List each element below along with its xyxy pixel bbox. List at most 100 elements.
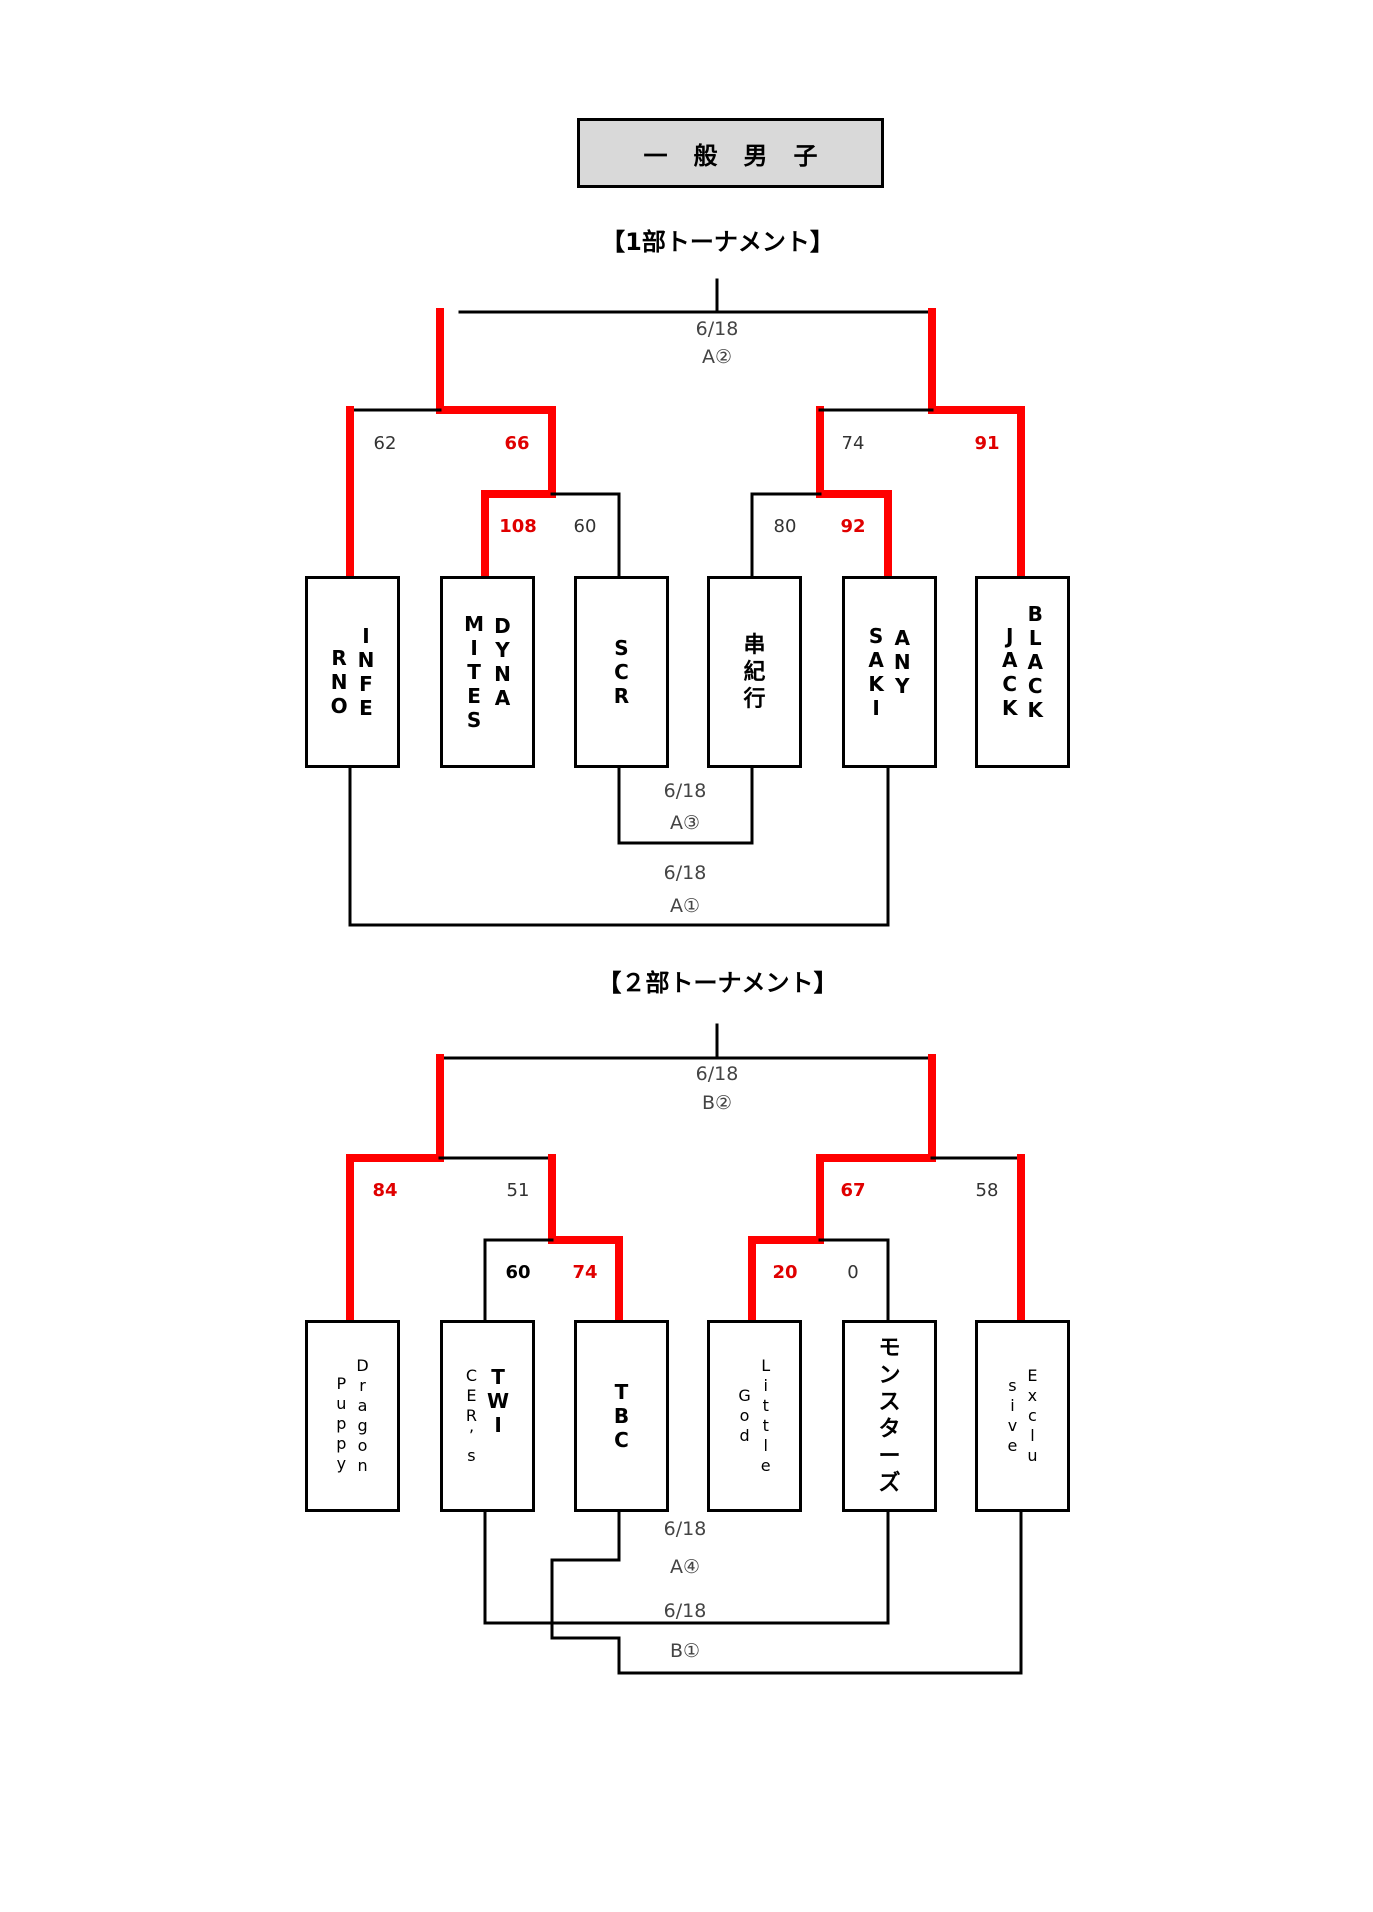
t2-qf-left-win-path bbox=[548, 1154, 623, 1326]
team-name-char: B bbox=[613, 1404, 630, 1428]
t2-semi-left-score-a: 84 bbox=[372, 1180, 398, 1201]
team-name-char: S bbox=[614, 636, 629, 660]
t1-semi-left-score-a: 62 bbox=[373, 433, 397, 454]
team-name-char: d bbox=[739, 1426, 750, 1445]
team-name-char: A bbox=[1002, 648, 1018, 672]
team-name-char: e bbox=[1007, 1436, 1018, 1455]
team-name-char: M bbox=[464, 612, 485, 636]
t2-b1-code: B① bbox=[669, 1640, 701, 1662]
team-name-char: K bbox=[868, 672, 884, 696]
team-name-char: R bbox=[331, 646, 347, 670]
team-name-char: T bbox=[614, 1380, 629, 1404]
team-name-char: s bbox=[467, 1446, 476, 1465]
team-name-char: v bbox=[1007, 1416, 1018, 1435]
t2-qf-right-score-a: 20 bbox=[772, 1262, 798, 1283]
team-name-char: モ bbox=[878, 1336, 901, 1361]
team-name-line-1: 串紀行 bbox=[743, 632, 765, 713]
team-name-char: t bbox=[762, 1396, 769, 1415]
team-name-char: E bbox=[1027, 1366, 1038, 1385]
team-name-char: e bbox=[760, 1456, 771, 1475]
t1-a3-bracket bbox=[617, 760, 754, 845]
t1-qf-right-score-a: 80 bbox=[773, 516, 797, 537]
t2-a4-code: A④ bbox=[669, 1556, 701, 1578]
team-name-char: D bbox=[494, 614, 511, 638]
t1-a3-code: A③ bbox=[669, 812, 701, 834]
team-name-char: N bbox=[494, 662, 511, 686]
team-name-char: K bbox=[1002, 696, 1018, 720]
t2-qf-left-score-a: 60 bbox=[505, 1262, 531, 1283]
t2-a4-date: 6/18 bbox=[663, 1518, 707, 1540]
t2-semi-right-score-a: 67 bbox=[840, 1180, 866, 1201]
t1-qf-left-score-b: 60 bbox=[573, 516, 597, 537]
tournament-2-heading: 【２部トーナメント】 bbox=[597, 969, 838, 997]
team-name-char: I bbox=[362, 624, 370, 648]
team-name-char: 串 bbox=[743, 632, 766, 658]
t2-left-win-path bbox=[346, 1054, 444, 1326]
team-name-char: ス bbox=[878, 1390, 901, 1415]
team-name-char: C bbox=[465, 1366, 478, 1385]
team-name-char: N bbox=[893, 650, 911, 674]
team-name-char: t bbox=[762, 1416, 769, 1435]
t2-semi-left-score-b: 51 bbox=[506, 1180, 530, 1201]
team-name-char: l bbox=[763, 1436, 768, 1455]
team-name-char: C bbox=[614, 1428, 629, 1452]
team-name-char: o bbox=[739, 1406, 750, 1425]
team-name-char: A bbox=[1027, 650, 1043, 674]
team-name-char: T bbox=[467, 660, 481, 684]
team-name-char: C bbox=[614, 660, 629, 684]
t1-qf-right-score-b: 92 bbox=[840, 516, 866, 537]
team-name-char: タ bbox=[878, 1417, 901, 1442]
team-name-char: N bbox=[330, 670, 348, 694]
team-name-char: ン bbox=[878, 1363, 901, 1388]
t2-semi-right-score-b: 58 bbox=[975, 1180, 999, 1201]
team-name-char: a bbox=[357, 1396, 368, 1415]
team-monsters[interactable]: モンスターズ bbox=[842, 1320, 937, 1512]
team-name-char: K bbox=[1027, 698, 1044, 722]
t2-final-date: 6/18 bbox=[695, 1063, 739, 1085]
t1-semi-left-score-b: 66 bbox=[504, 433, 530, 454]
team-name-char: S bbox=[868, 624, 884, 648]
team-name-char: E bbox=[466, 1386, 477, 1405]
team-kushikiko[interactable]: 串紀行 bbox=[707, 576, 802, 768]
team-name-char: Y bbox=[495, 638, 510, 662]
team-name-char: 紀 bbox=[743, 659, 766, 685]
team-name-char: G bbox=[738, 1386, 751, 1405]
team-name-char: N bbox=[357, 648, 375, 672]
t2-b1-date: 6/18 bbox=[663, 1600, 707, 1622]
team-name-char: R bbox=[465, 1406, 478, 1425]
team-name-char: ズ bbox=[878, 1471, 901, 1496]
t1-right-semi-path bbox=[816, 406, 892, 581]
team-name-char: L bbox=[1028, 626, 1042, 650]
team-name-char: D bbox=[356, 1356, 369, 1375]
team-name-char: W bbox=[487, 1389, 510, 1413]
team-name-char: n bbox=[357, 1456, 368, 1475]
team-name-char: i bbox=[763, 1376, 768, 1395]
team-name-char: ー bbox=[878, 1444, 901, 1469]
team-name-char: p bbox=[336, 1434, 347, 1453]
team-name-char: C bbox=[1002, 672, 1018, 696]
t1-final-code: A② bbox=[701, 346, 733, 368]
team-name-char: r bbox=[359, 1376, 366, 1395]
t1-qf-left-score-a: 108 bbox=[499, 516, 537, 537]
t2-b1-bracket bbox=[550, 1504, 1023, 1675]
